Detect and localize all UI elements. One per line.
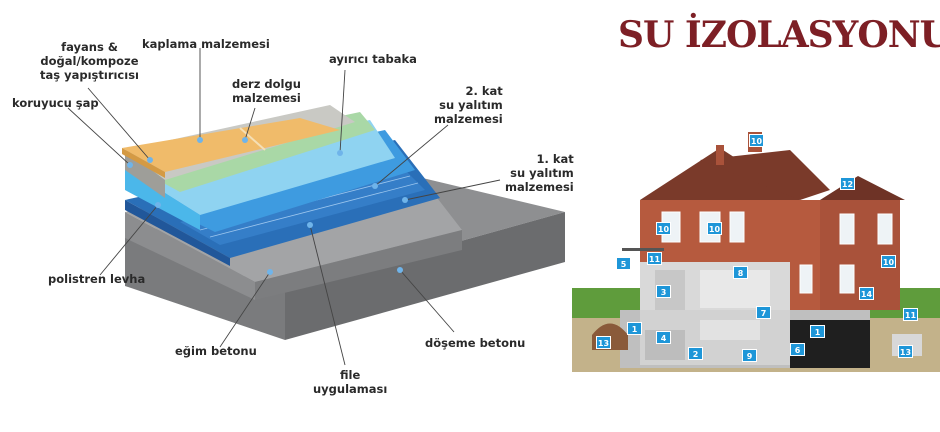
label-covering-material: kaplama malzemesi xyxy=(142,37,270,51)
label-waterproofing-1-line1: 1. kat xyxy=(536,152,574,166)
label-waterproofing-2-line3: malzemesi xyxy=(434,112,503,126)
house-marker: 7 xyxy=(756,306,771,319)
house-marker: 5 xyxy=(616,257,631,270)
screed-front xyxy=(125,150,165,198)
house-marker: 11 xyxy=(647,252,662,265)
house-marker: 10 xyxy=(749,134,764,147)
slab-side xyxy=(285,212,565,340)
slab-front xyxy=(125,235,285,340)
label-joint-filler: derz dolgu malzemesi xyxy=(232,77,301,105)
label-protective-screed: koruyucu şap xyxy=(12,96,99,110)
house-marker: 6 xyxy=(790,343,805,356)
house-illustration xyxy=(572,132,940,372)
house-marker: 13 xyxy=(898,345,913,358)
leader-lines xyxy=(67,48,501,366)
label-slab-concrete: döşeme betonu xyxy=(425,336,526,350)
membrane-1-front xyxy=(125,200,230,266)
label-tile-adhesive: fayans & doğal/kompoze taş yapıştırıcısı xyxy=(40,40,139,82)
label-tile-adhesive-line1: fayans & xyxy=(61,40,118,54)
label-joint-filler-line1: derz dolgu xyxy=(232,77,301,91)
tiles-top xyxy=(122,118,340,172)
slope-concrete-side xyxy=(255,230,462,300)
label-waterproofing-2-line2: su yalıtım xyxy=(439,98,503,112)
house-marker: 10 xyxy=(656,222,671,235)
label-waterproofing-2: 2. kat su yalıtım malzemesi xyxy=(434,84,503,126)
leader-dots xyxy=(127,137,408,275)
label-slope-concrete: eğim betonu xyxy=(175,344,257,358)
house-marker: 12 xyxy=(840,177,855,190)
polystyrene-front xyxy=(125,168,200,230)
label-waterproofing-1-line2: su yalıtım xyxy=(510,166,574,180)
label-mesh-application-line2: uygulaması xyxy=(313,382,388,396)
house-marker: 1 xyxy=(810,325,825,338)
label-tile-adhesive-line2: doğal/kompoze xyxy=(40,54,139,68)
label-mesh-application: file uygulaması xyxy=(313,368,387,396)
label-tile-adhesive-line3: taş yapıştırıcısı xyxy=(40,68,139,82)
tiles-front xyxy=(122,148,165,178)
label-mesh-application-line1: file xyxy=(340,368,361,382)
house-marker: 10 xyxy=(881,255,896,268)
house-marker: 4 xyxy=(656,331,671,344)
page-title: SU İZOLASYONU xyxy=(618,14,940,56)
house-marker: 9 xyxy=(742,349,757,362)
house-marker: 14 xyxy=(859,287,874,300)
house-marker: 2 xyxy=(688,347,703,360)
label-waterproofing-2-line1: 2. kat xyxy=(465,84,503,98)
label-waterproofing-1: 1. kat su yalıtım malzemesi xyxy=(505,152,574,194)
house-marker: 13 xyxy=(596,336,611,349)
label-joint-filler-line2: malzemesi xyxy=(232,91,301,105)
label-separator-layer: ayırıcı tabaka xyxy=(329,52,417,66)
house-marker: 1 xyxy=(627,322,642,335)
label-polystyrene-board: polistren levha xyxy=(48,272,146,286)
label-waterproofing-1-line3: malzemesi xyxy=(505,180,574,194)
house-marker: 10 xyxy=(707,222,722,235)
slope-concrete-front xyxy=(125,212,255,300)
house-marker: 11 xyxy=(903,308,918,321)
house-marker: 3 xyxy=(656,285,671,298)
house-marker: 8 xyxy=(733,266,748,279)
